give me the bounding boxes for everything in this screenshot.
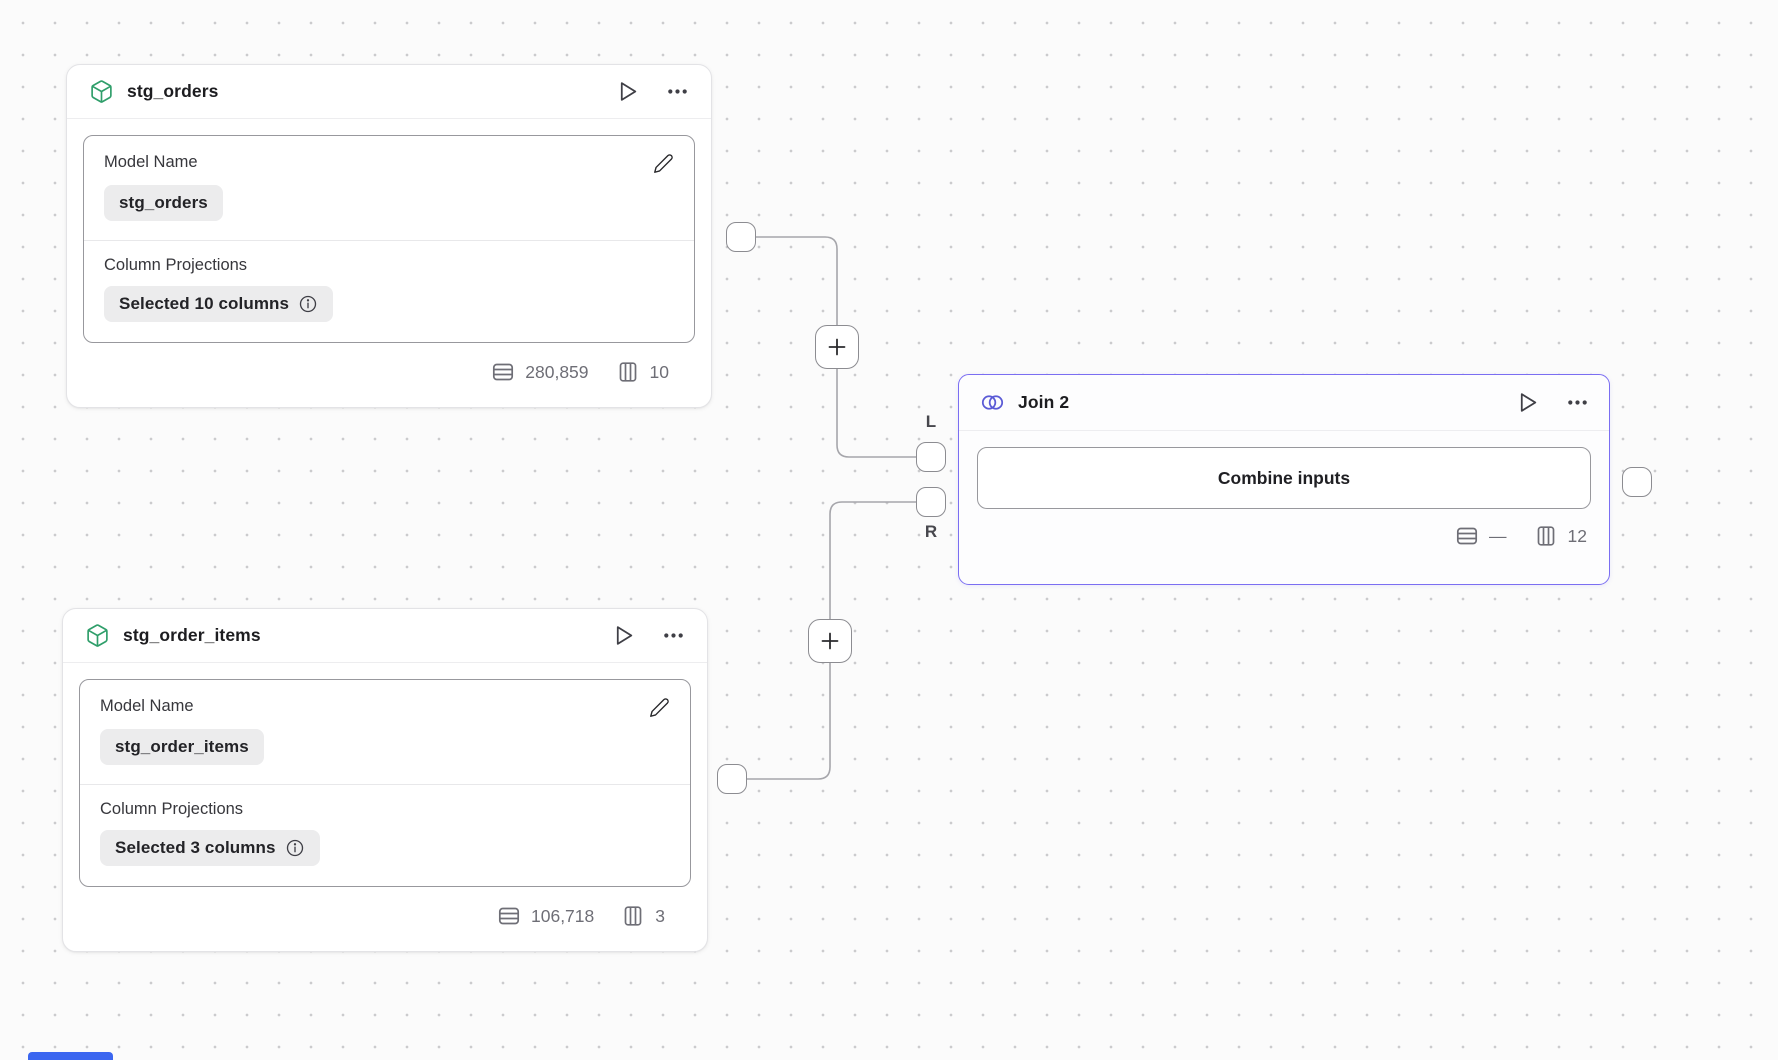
node-stats: — 12 — [959, 509, 1609, 548]
node-body: Model Name stg_order_items Column Projec… — [63, 663, 707, 928]
node-menu-button[interactable] — [1566, 391, 1589, 414]
column-count-stat: 10 — [616, 360, 669, 384]
node-stg-orders[interactable]: stg_orders Model Name — [66, 64, 712, 408]
node-body: Model Name stg_orders Column Projections… — [67, 119, 711, 384]
model-name-chip[interactable]: stg_orders — [104, 185, 223, 221]
output-port-stg-orders[interactable] — [726, 222, 756, 252]
row-count-stat: 106,718 — [497, 904, 594, 928]
node-header: stg_orders — [67, 65, 711, 119]
node-header: Join 2 — [959, 375, 1609, 431]
plus-icon — [825, 335, 849, 359]
column-projections-chip[interactable]: Selected 10 columns — [104, 286, 334, 322]
row-count-stat: — — [1455, 524, 1507, 548]
add-node-on-edge-button-top[interactable] — [815, 325, 859, 369]
combine-inputs-label: Combine inputs — [1217, 467, 1351, 488]
node-header: stg_order_items — [63, 609, 707, 663]
model-config-card: Model Name stg_order_items Column Projec… — [79, 679, 691, 887]
model-name-chip[interactable]: stg_order_items — [100, 729, 264, 765]
run-node-button[interactable] — [615, 79, 640, 104]
node-title: Join 2 — [1018, 392, 1070, 412]
edit-icon — [653, 153, 674, 174]
output-port-join[interactable] — [1622, 467, 1652, 497]
model-name-value: stg_orders — [119, 193, 208, 212]
join-left-port-label: L — [925, 412, 937, 431]
offscreen-selection-accent — [28, 1052, 113, 1060]
add-node-on-edge-button-bottom[interactable] — [808, 619, 852, 663]
column-count-stat: 12 — [1534, 524, 1587, 548]
rows-icon — [491, 360, 515, 384]
columns-icon — [616, 360, 640, 384]
row-count: — — [1489, 525, 1507, 546]
model-config-card: Model Name stg_orders Column Projections… — [83, 135, 695, 343]
edit-model-name-button[interactable] — [653, 153, 674, 174]
row-count: 280,859 — [525, 361, 589, 382]
plus-icon — [818, 629, 842, 653]
card-divider — [84, 240, 694, 241]
node-stg-order-items[interactable]: stg_order_items Model Name — [62, 608, 708, 952]
column-count: 12 — [1567, 525, 1587, 546]
card-divider — [80, 784, 690, 785]
column-projections-value: Selected 3 columns — [115, 838, 276, 857]
edit-model-name-button[interactable] — [649, 697, 670, 718]
field-label: Model Name — [104, 153, 198, 171]
play-icon — [1515, 390, 1540, 415]
join-input-port-right[interactable] — [916, 487, 946, 517]
field-label: Column Projections — [100, 800, 244, 818]
edit-icon — [649, 697, 670, 718]
run-node-button[interactable] — [611, 623, 636, 648]
more-icon — [662, 624, 685, 647]
column-projections-value: Selected 10 columns — [119, 294, 290, 313]
node-title: stg_orders — [127, 81, 219, 101]
row-count-stat: 280,859 — [491, 360, 589, 384]
column-count: 3 — [655, 905, 665, 926]
join-right-port-label: R — [924, 522, 938, 541]
node-stats: 106,718 3 — [79, 887, 691, 928]
rows-icon — [1455, 524, 1479, 548]
cube-icon — [85, 623, 110, 648]
join-icon — [980, 390, 1005, 415]
join-input-port-left[interactable] — [916, 442, 946, 472]
output-port-stg-order-items[interactable] — [717, 764, 747, 794]
info-icon — [298, 294, 318, 314]
column-projections-chip[interactable]: Selected 3 columns — [100, 830, 320, 866]
play-icon — [615, 79, 640, 104]
row-count: 106,718 — [531, 905, 595, 926]
field-label: Model Name — [100, 697, 194, 715]
node-menu-button[interactable] — [662, 624, 685, 647]
columns-icon — [1534, 524, 1558, 548]
columns-icon — [621, 904, 645, 928]
combine-inputs-button[interactable]: Combine inputs — [977, 447, 1591, 509]
column-count-stat: 3 — [621, 904, 665, 928]
model-name-value: stg_order_items — [115, 737, 249, 756]
node-title: stg_order_items — [123, 625, 261, 645]
more-icon — [1566, 391, 1589, 414]
field-label: Column Projections — [104, 256, 248, 274]
cube-icon — [89, 79, 114, 104]
column-count: 10 — [649, 361, 669, 382]
more-icon — [666, 80, 689, 103]
rows-icon — [497, 904, 521, 928]
play-icon — [611, 623, 636, 648]
node-menu-button[interactable] — [666, 80, 689, 103]
run-node-button[interactable] — [1515, 390, 1540, 415]
info-icon — [285, 838, 305, 858]
node-stats: 280,859 10 — [83, 343, 695, 384]
node-join-2[interactable]: Join 2 Combine inputs — [958, 374, 1610, 585]
